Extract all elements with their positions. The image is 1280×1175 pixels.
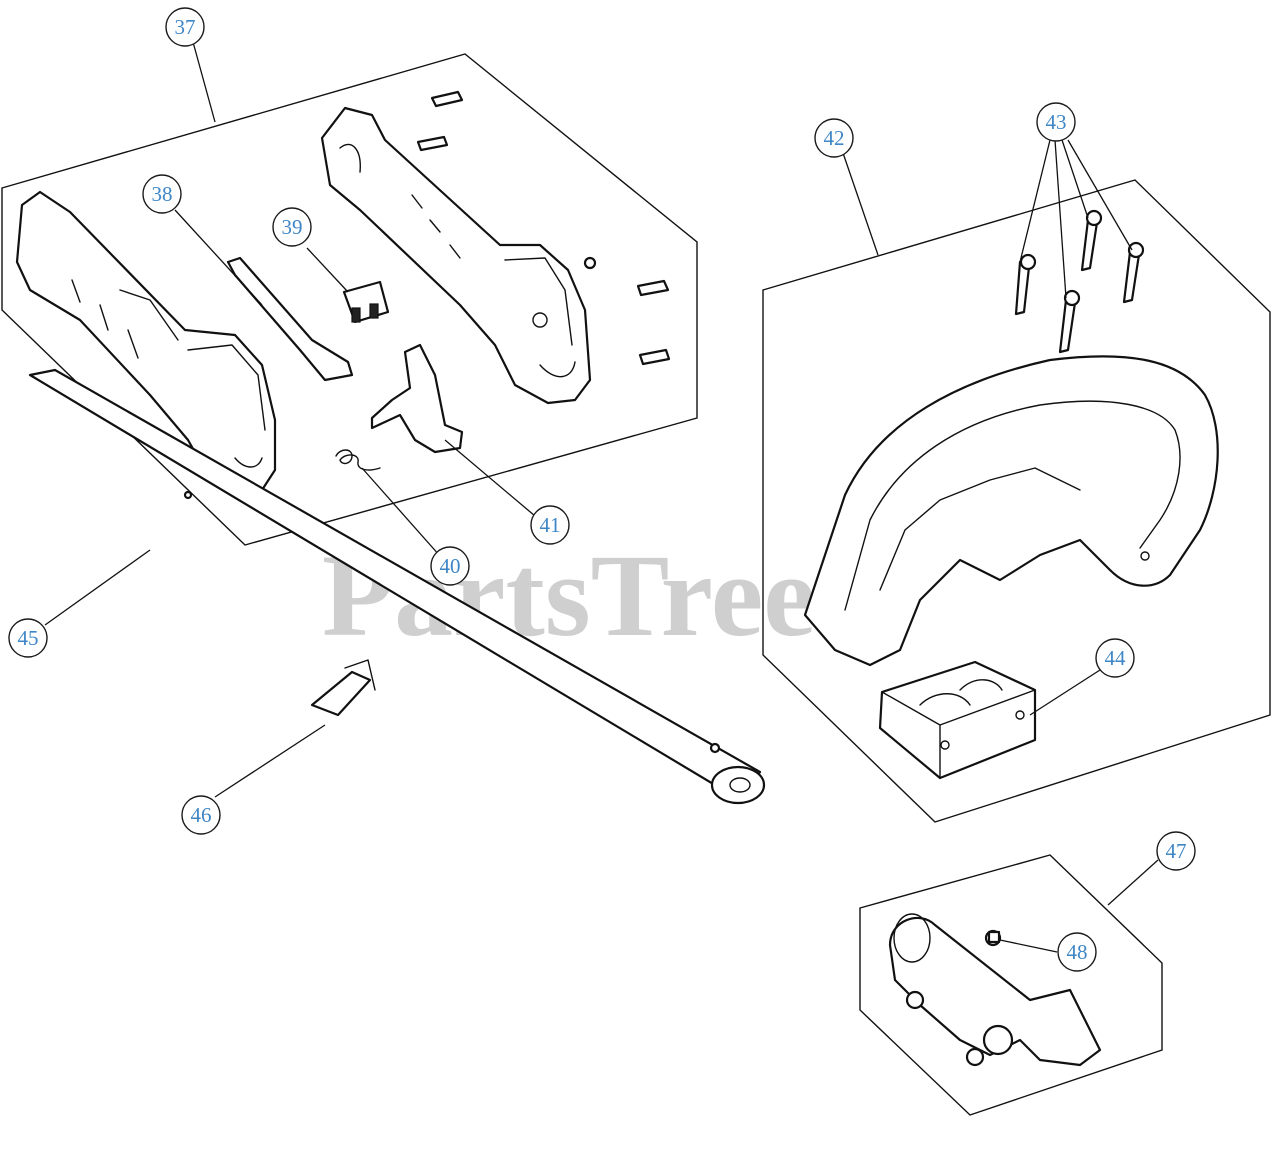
callout-label: 42 [824, 126, 845, 150]
handle-part [803, 355, 1219, 667]
clamp-block-part [878, 660, 1037, 780]
callout-48: 48 [1057, 932, 1097, 972]
callout-label: 40 [440, 554, 461, 578]
switch-part [342, 280, 390, 324]
trigger-part [370, 343, 464, 454]
coupler-screw [984, 929, 1002, 947]
callout-label: 37 [175, 15, 196, 39]
callout-41: 41 [530, 505, 570, 545]
callout-label: 46 [191, 803, 212, 827]
callout-39: 39 [272, 207, 312, 247]
callout-label: 43 [1046, 110, 1067, 134]
callout-label: 39 [282, 215, 303, 239]
callout-40: 40 [430, 546, 470, 586]
callout-label: 48 [1067, 940, 1088, 964]
handle-group-box [762, 179, 1271, 823]
left-housing-half [15, 190, 277, 495]
callout-38: 38 [142, 174, 182, 214]
spring-part [335, 449, 381, 471]
callout-label: 44 [1105, 646, 1127, 670]
callout-47: 47 [1156, 831, 1196, 871]
callout-43: 43 [1036, 102, 1076, 142]
callout-42: 42 [814, 118, 854, 158]
callout-label: 41 [540, 513, 561, 537]
handle-screws [1014, 209, 1145, 354]
right-housing-half [320, 106, 592, 405]
shaft-part [28, 368, 766, 805]
watermark-text: PartsTree [322, 530, 816, 661]
callout-37: 37 [165, 7, 205, 47]
callout-44: 44 [1095, 638, 1135, 678]
callout-46: 46 [181, 795, 221, 835]
callout-label: 38 [152, 182, 173, 206]
coupler-group-box [859, 854, 1163, 1116]
callout-label: 47 [1166, 839, 1187, 863]
leader-lines [44, 41, 1159, 953]
housing-screws [416, 90, 671, 366]
callout-label: 45 [18, 626, 39, 650]
housing-group-box [1, 53, 698, 546]
callout-45: 45 [8, 618, 48, 658]
coupler-part [888, 913, 1102, 1067]
